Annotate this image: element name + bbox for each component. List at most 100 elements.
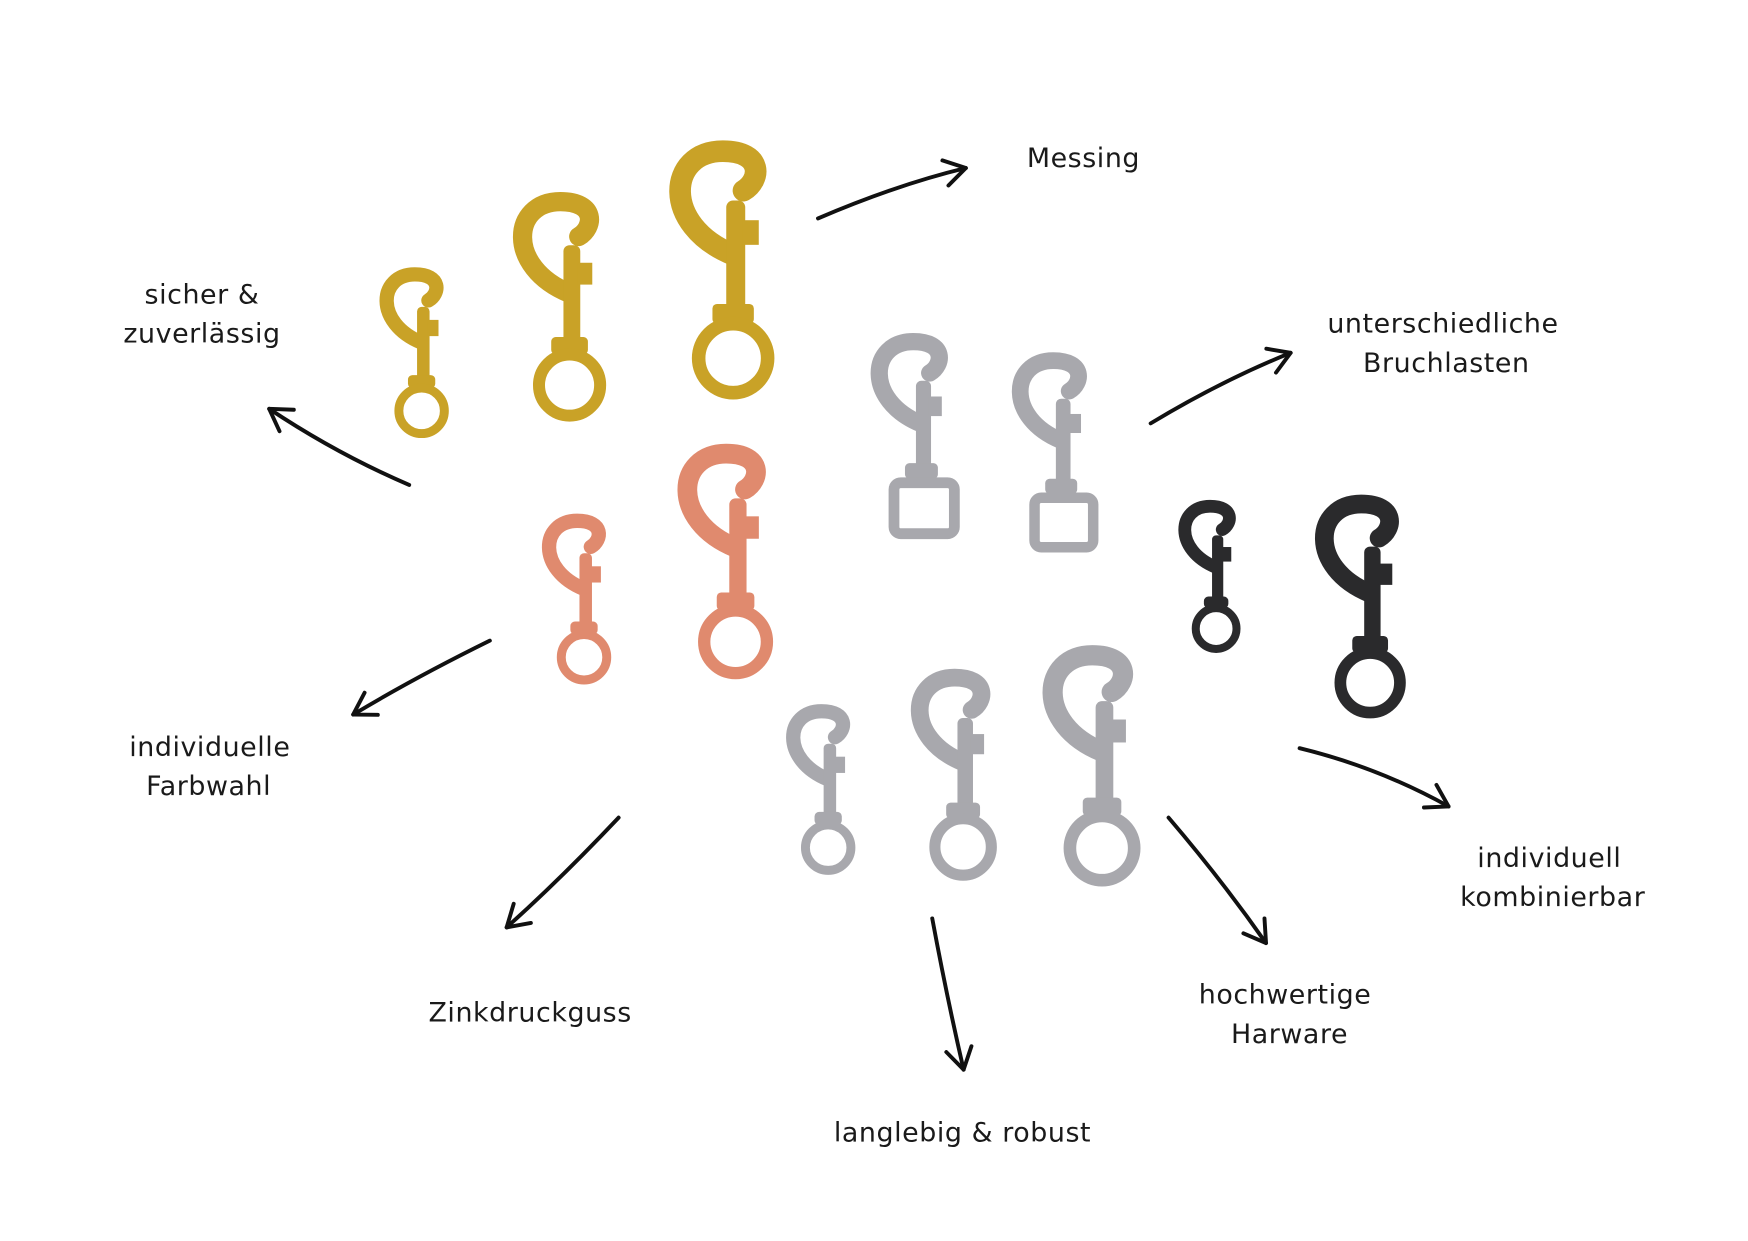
snap-hook-silver	[870, 332, 960, 540]
arrow-shaft	[1166, 815, 1268, 946]
hook-loop	[786, 704, 851, 787]
hook-gate	[1068, 413, 1082, 434]
arrow-shaft	[1148, 350, 1293, 426]
hook-loop	[1042, 645, 1134, 762]
snap-hook-rose	[541, 513, 612, 685]
hook-ring	[691, 316, 775, 400]
label-sicher-line2: zuverlässig	[123, 319, 280, 350]
hook-ring	[1029, 492, 1099, 553]
hook-loop	[870, 332, 948, 433]
arrow	[351, 638, 492, 717]
arrowhead-icon	[940, 158, 968, 188]
hook-ring	[929, 813, 997, 881]
hook-shaft	[726, 200, 746, 312]
label-langlebig: langlebig & robust	[834, 1117, 1091, 1148]
label-zinkdruckguss: Zinkdruckguss	[428, 997, 631, 1028]
snap-hook-gold	[512, 191, 607, 422]
arrowhead-icon	[944, 1044, 974, 1072]
label-sicher-line1: sicher &	[145, 280, 260, 311]
hook-loop	[1011, 352, 1087, 450]
label-messing: Messing	[1027, 143, 1140, 174]
arrowhead-icon	[504, 901, 533, 930]
hook-loop	[1315, 494, 1399, 603]
hook-gate	[1378, 563, 1393, 585]
hook-gate	[744, 516, 759, 539]
snap-hook-black	[1315, 494, 1406, 719]
hook-loop	[1178, 499, 1236, 574]
hook-ring	[1191, 604, 1241, 653]
hook-loop	[910, 668, 991, 772]
hook-loop	[541, 513, 606, 597]
hook-ring	[556, 630, 612, 685]
hook-shaft	[1364, 546, 1381, 643]
arrow-shaft	[930, 916, 966, 1072]
hook-ring	[888, 477, 960, 540]
snap-hook-silver	[786, 704, 856, 875]
hook-gate	[1110, 719, 1126, 743]
hook-gate	[1221, 547, 1232, 562]
arrow	[1166, 815, 1268, 946]
arrow	[1297, 746, 1451, 810]
hook-loop	[677, 443, 766, 558]
hook-ring	[1334, 647, 1406, 719]
snap-hook-silver	[1042, 645, 1141, 887]
arrowhead-icon	[1422, 783, 1451, 810]
hook-loop	[512, 191, 600, 303]
arrows	[267, 158, 1451, 1072]
label-farbwahl-line2: Farbwahl	[146, 771, 271, 802]
hook-shaft	[563, 245, 581, 344]
arrow	[816, 158, 968, 221]
hook-gate	[928, 396, 942, 417]
hook-shaft	[417, 306, 430, 380]
hook-swivel	[904, 463, 938, 479]
hook-shaft	[729, 498, 747, 600]
hook-shaft	[1212, 535, 1224, 601]
label-hardware-line1: hochwertige	[1199, 980, 1372, 1011]
arrow	[1148, 346, 1293, 426]
hook-shaft	[1095, 701, 1114, 805]
label-hardware-line2: Harware	[1231, 1019, 1348, 1050]
hook-ring	[1063, 809, 1141, 887]
arrow	[504, 815, 621, 930]
hook-shaft	[957, 717, 973, 809]
hook-shaft	[579, 553, 592, 627]
snap-hook-gold	[379, 267, 449, 439]
hook-loop	[669, 140, 767, 266]
snap-hook-silver	[1011, 352, 1099, 553]
snap-hook-gold	[669, 140, 775, 400]
hook-shaft	[1055, 398, 1071, 485]
label-bruchlasten-line1: unterschiedliche	[1327, 309, 1558, 340]
snap-hooks-photo	[379, 140, 1406, 887]
arrow	[930, 916, 974, 1072]
hook-gate	[427, 319, 439, 337]
arrow-shaft	[351, 638, 492, 717]
arrowhead-icon	[1241, 916, 1268, 946]
snap-hook-rose	[677, 443, 774, 680]
arrowhead-icon	[1264, 346, 1293, 375]
arrow-shaft	[504, 815, 621, 930]
hook-ring	[698, 604, 774, 680]
hook-gate	[742, 220, 759, 245]
hook-gate	[577, 262, 593, 285]
arrowhead-icon	[267, 406, 296, 434]
label-farbwahl-line1: individuelle	[129, 732, 290, 763]
arrow-shaft	[1297, 746, 1451, 809]
hook-loop	[379, 267, 444, 350]
snap-hook-black	[1178, 499, 1241, 653]
arrowhead-icon	[351, 690, 380, 717]
arrow-shaft	[816, 166, 968, 221]
hook-ring	[532, 348, 607, 422]
label-bruchlasten-line2: Bruchlasten	[1363, 348, 1530, 379]
label-kombinierbar-line1: individuell	[1477, 843, 1621, 874]
hook-ring	[800, 820, 856, 875]
hook-gate	[970, 734, 985, 755]
label-kombinierbar-line2: kombinierbar	[1460, 882, 1646, 913]
hook-gate	[590, 566, 601, 583]
hook-shaft	[915, 380, 932, 470]
arrow	[267, 406, 412, 487]
hook-ring	[394, 383, 449, 439]
arrow-shaft	[267, 406, 412, 487]
hook-shaft	[823, 743, 837, 817]
snap-hook-silver	[910, 668, 997, 881]
